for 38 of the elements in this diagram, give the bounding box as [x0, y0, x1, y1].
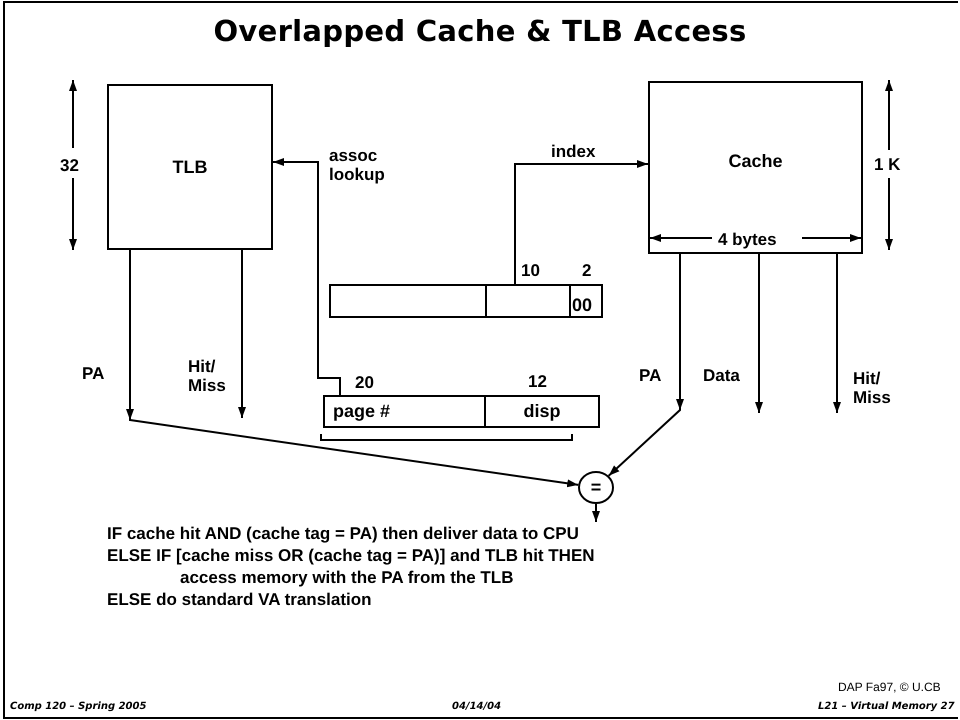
edge-label: assoc lookup: [329, 146, 386, 184]
pseudocode-line: IF cache hit AND (cache tag = PA) then deliver data to CPU: [107, 524, 579, 543]
block-box: disp: [484, 395, 600, 428]
edge-label: index: [551, 142, 596, 161]
pseudocode-line: ELSE IF [cache miss OR (cache tag = PA)] and TLB hit THEN: [107, 546, 595, 565]
arrow: [592, 504, 600, 522]
pseudocode-line: ELSE do standard VA translation: [107, 590, 372, 609]
block-box: page #: [323, 395, 486, 428]
arrow: [755, 254, 763, 413]
edge-label: Data: [703, 366, 740, 385]
bit-width-label: 2: [582, 261, 592, 280]
footer-text: 04/14/04: [452, 700, 502, 714]
arrow: [273, 158, 341, 395]
bit-width-label: 20: [355, 373, 374, 392]
block-box: TLB: [107, 84, 273, 250]
comparator-circle: =: [578, 471, 614, 504]
arrow: [833, 254, 841, 413]
arrow: [608, 254, 684, 477]
bit-width-label: 10: [521, 261, 540, 280]
bit-width-label: 12: [528, 372, 547, 391]
footer-text: DAP Fa97, © U.CB: [838, 680, 941, 694]
footer-text: L21 – Virtual Memory 27: [818, 700, 955, 714]
block-box: 00: [569, 284, 603, 318]
edge-label: Hit/ Miss: [188, 357, 227, 395]
edge-label: PA: [639, 366, 662, 385]
register-field: [485, 284, 571, 318]
footer-text: Comp 120 – Spring 2005: [10, 700, 146, 714]
dimension-label: 4 bytes: [716, 230, 779, 249]
edge-label: PA: [82, 364, 104, 383]
dimension-label: 1 K: [874, 155, 900, 174]
register-field: [329, 284, 487, 318]
slide-title: Overlapped Cache & TLB Access: [212, 14, 748, 48]
edge-label: Hit/ Miss: [853, 369, 892, 407]
dimension-label: 32: [60, 156, 79, 175]
pseudocode-line: access memory with the PA from the TLB: [180, 568, 514, 587]
arrow: [126, 250, 578, 488]
arrow: [514, 160, 648, 284]
arrow: [238, 250, 246, 418]
